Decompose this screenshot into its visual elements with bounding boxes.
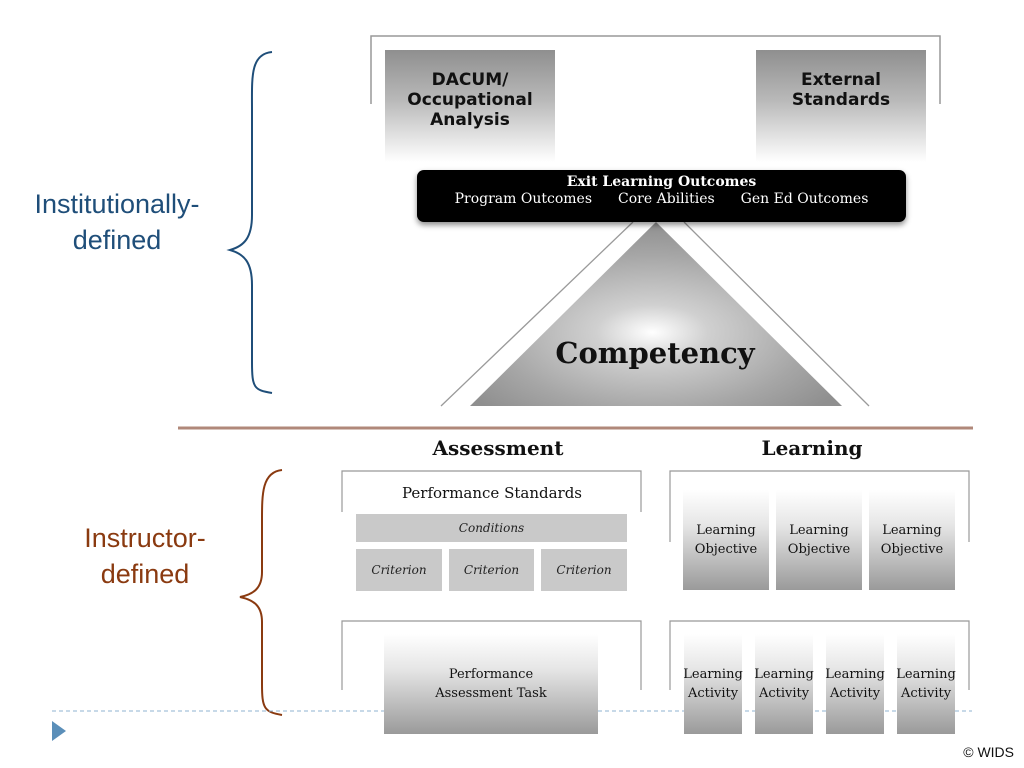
top-frame xyxy=(370,35,941,104)
banner-item-gened: Gen Ed Outcomes xyxy=(740,191,869,207)
learning-objective-box: Learning Objective xyxy=(869,490,955,590)
instructor-defined-label: Instructor- defined xyxy=(50,520,240,592)
objective-label: Learning Objective xyxy=(694,523,758,557)
performance-standards-title: Performance Standards xyxy=(401,484,582,502)
activity-label: Learning Activity xyxy=(896,667,956,701)
criterion-label: Criterion xyxy=(556,563,612,577)
conditions-box: Conditions xyxy=(356,514,627,542)
learning-activity-box: Learning Activity xyxy=(754,634,814,734)
task-frame xyxy=(341,620,642,690)
criterion-box: Criterion xyxy=(541,549,627,591)
dacum-box: DACUM/ Occupational Analysis xyxy=(385,50,555,162)
performance-assessment-task-box: Performance Assessment Task xyxy=(384,634,598,734)
learning-objective-box: Learning Objective xyxy=(683,490,769,590)
pyramid-right-line xyxy=(683,221,870,407)
external-standards-box: External Standards xyxy=(756,50,926,162)
criterion-label: Criterion xyxy=(463,563,520,577)
institutional-brace xyxy=(226,51,273,394)
instructor-text: Instructor- defined xyxy=(84,523,206,589)
learning-objective-box: Learning Objective xyxy=(776,490,862,590)
pyramid-left-line xyxy=(440,221,634,407)
dacum-label: DACUM/ Occupational Analysis xyxy=(407,70,533,130)
banner-items: Program Outcomes Core Abilities Gen Ed O… xyxy=(417,190,906,208)
activity-label: Learning Activity xyxy=(683,667,743,701)
competency-label: Competency xyxy=(555,336,755,370)
copyright-text: © WIDS xyxy=(963,744,1014,760)
institutionally-defined-label: Institutionally- defined xyxy=(8,186,226,258)
competency-triangle xyxy=(470,222,842,406)
learning-activity-box: Learning Activity xyxy=(896,634,956,734)
objective-label: Learning Objective xyxy=(787,523,851,557)
learning-activity-box: Learning Activity xyxy=(683,634,743,734)
learning-title: Learning xyxy=(761,436,863,460)
learning-activity-box: Learning Activity xyxy=(825,634,885,734)
performance-standards-frame xyxy=(341,470,642,512)
criterion-box: Criterion xyxy=(356,549,442,591)
objective-label: Learning Objective xyxy=(880,523,944,557)
objectives-frame xyxy=(669,470,970,542)
instructor-brace xyxy=(239,469,283,716)
activities-frame xyxy=(669,620,970,690)
criterion-box: Criterion xyxy=(449,549,534,591)
assessment-title: Assessment xyxy=(432,436,564,460)
nav-arrow-icon xyxy=(52,721,66,741)
task-label: Performance Assessment Task xyxy=(435,667,547,701)
activity-label: Learning Activity xyxy=(825,667,885,701)
banner-title: Exit Learning Outcomes xyxy=(566,174,757,190)
exit-outcomes-banner: Exit Learning Outcomes Program Outcomes … xyxy=(417,170,906,222)
institutional-text: Institutionally- defined xyxy=(34,189,200,255)
activity-label: Learning Activity xyxy=(754,667,814,701)
external-standards-label: External Standards xyxy=(791,70,891,110)
banner-item-program: Program Outcomes xyxy=(454,191,593,207)
conditions-label: Conditions xyxy=(458,521,525,535)
criterion-label: Criterion xyxy=(371,563,427,577)
banner-item-core: Core Abilities xyxy=(618,191,715,207)
